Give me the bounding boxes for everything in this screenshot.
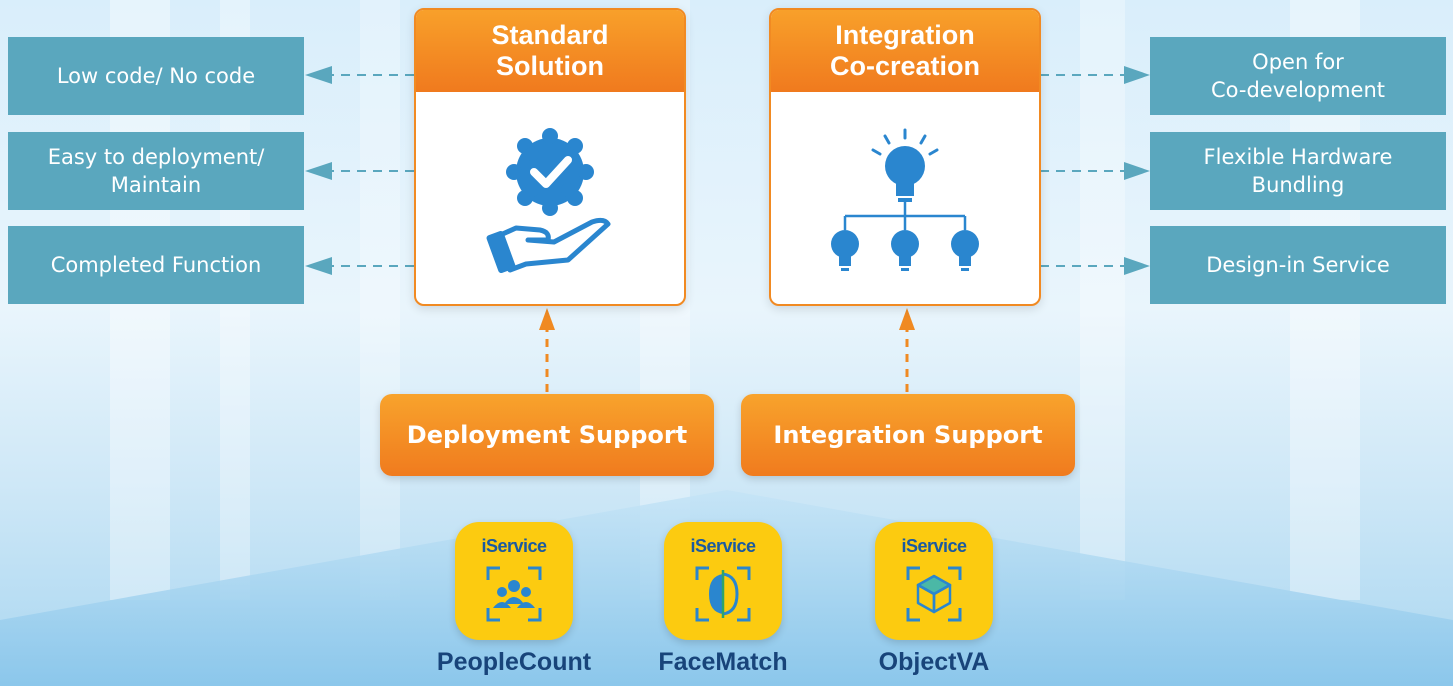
face-match-icon bbox=[695, 566, 751, 622]
people-count-icon bbox=[486, 566, 542, 622]
app-tile-peoplecount[interactable]: iService bbox=[455, 522, 573, 640]
app-name-facematch: FaceMatch bbox=[658, 648, 788, 676]
feature-completed-function: Completed Function bbox=[8, 226, 304, 304]
app-tile-objectva[interactable]: iService bbox=[875, 522, 993, 640]
feature-easy-deployment: Easy to deployment/ Maintain bbox=[8, 132, 304, 210]
app-brand-label: iService bbox=[481, 536, 547, 556]
standard-solution-title: Standard Solution bbox=[416, 10, 684, 92]
app-name-peoplecount: PeopleCount bbox=[436, 648, 592, 676]
integration-support-button: Integration Support bbox=[741, 394, 1075, 476]
app-brand-label: iService bbox=[901, 536, 967, 556]
standard-solution-card: Standard Solution bbox=[414, 8, 686, 306]
feature-low-code: Low code/ No code bbox=[8, 37, 304, 115]
verified-hand-icon bbox=[486, 128, 611, 274]
object-cube-icon bbox=[906, 566, 962, 622]
deployment-support-button: Deployment Support bbox=[380, 394, 714, 476]
app-brand-label: iService bbox=[690, 536, 756, 556]
integration-cocreation-card: Integration Co-creation bbox=[769, 8, 1041, 306]
app-tile-facematch[interactable]: iService bbox=[664, 522, 782, 640]
integration-cocreation-title: Integration Co-creation bbox=[771, 10, 1039, 92]
feature-flexible-hardware: Flexible Hardware Bundling bbox=[1150, 132, 1446, 210]
feature-design-in-service: Design-in Service bbox=[1150, 226, 1446, 304]
idea-network-icon bbox=[831, 128, 979, 271]
feature-open-codevelopment: Open for Co-development bbox=[1150, 37, 1446, 115]
app-name-objectva: ObjectVA bbox=[878, 648, 990, 676]
